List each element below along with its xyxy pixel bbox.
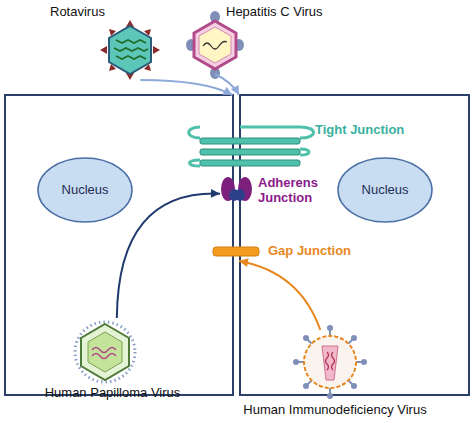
cadherin-core bbox=[235, 189, 245, 201]
tight-junction-strands bbox=[200, 138, 300, 166]
strand-loop bbox=[190, 149, 310, 166]
hpv-icon bbox=[75, 322, 135, 382]
infection-arrow bbox=[215, 74, 239, 95]
envelope bbox=[304, 336, 356, 388]
arrow-head bbox=[222, 87, 232, 95]
knob bbox=[327, 393, 333, 399]
virus-node: Rotavirus bbox=[45, 2, 160, 80]
knob bbox=[351, 335, 357, 341]
nucleus-node: Nucleus bbox=[338, 158, 432, 222]
rotavirus-icon bbox=[100, 20, 160, 80]
arrow-head bbox=[231, 85, 239, 95]
node-label: Adherens Junction bbox=[258, 176, 320, 206]
genome bbox=[92, 348, 116, 359]
infection-arrow bbox=[140, 80, 232, 95]
node-label: Human Papilloma Virus bbox=[40, 386, 185, 401]
nucleus-shape bbox=[38, 158, 132, 222]
virus-node: Human Papilloma Virus bbox=[40, 318, 185, 404]
knob bbox=[303, 335, 309, 341]
spike-knobs bbox=[293, 325, 367, 399]
virus-node: Human Immunodeficiency Virus bbox=[230, 330, 440, 420]
spikes bbox=[297, 329, 363, 395]
node-label: Human Immunodeficiency Virus bbox=[230, 403, 440, 418]
genome bbox=[203, 42, 227, 50]
knob bbox=[351, 383, 357, 389]
capsomeres bbox=[75, 322, 135, 382]
arrow-head bbox=[211, 189, 220, 198]
virus-node: Hepatitis C Virus bbox=[188, 2, 338, 74]
node-label: Tight Junction bbox=[315, 123, 415, 138]
strand bbox=[200, 160, 300, 166]
arrow-head bbox=[239, 258, 249, 267]
core bbox=[199, 27, 231, 63]
infection-arrow bbox=[239, 261, 320, 330]
node-label: Nucleus bbox=[362, 183, 409, 198]
nucleus-shape bbox=[338, 158, 432, 222]
spike bbox=[100, 46, 107, 54]
knob bbox=[303, 383, 309, 389]
node-label: Hepatitis C Virus bbox=[226, 5, 338, 20]
junction-node: Tight Junction bbox=[195, 95, 415, 170]
gap-junction-bar bbox=[213, 247, 259, 256]
capsid-cone bbox=[322, 346, 338, 380]
genome bbox=[114, 40, 148, 59]
knob bbox=[293, 359, 299, 365]
nucleus-node: Nucleus bbox=[38, 158, 132, 222]
envelope bbox=[194, 21, 236, 69]
node-label: Gap Junction bbox=[268, 244, 362, 259]
node-label: Rotavirus bbox=[50, 5, 130, 20]
hcv-icon bbox=[186, 11, 244, 79]
genome bbox=[326, 352, 335, 370]
capsid bbox=[109, 26, 151, 74]
strand-loop bbox=[189, 127, 314, 138]
core bbox=[88, 332, 122, 372]
node-label: Nucleus bbox=[62, 183, 109, 198]
knob bbox=[361, 359, 367, 365]
hiv-icon bbox=[293, 325, 367, 399]
strand bbox=[200, 138, 300, 144]
strand bbox=[200, 149, 300, 155]
junction-node: Adherens Junction bbox=[220, 175, 320, 209]
knob bbox=[327, 325, 333, 331]
junction-node: Gap Junction bbox=[212, 243, 362, 261]
infection-arrow bbox=[117, 194, 220, 318]
cell-left bbox=[5, 95, 233, 395]
capsid bbox=[81, 324, 129, 380]
spike bbox=[153, 46, 160, 54]
